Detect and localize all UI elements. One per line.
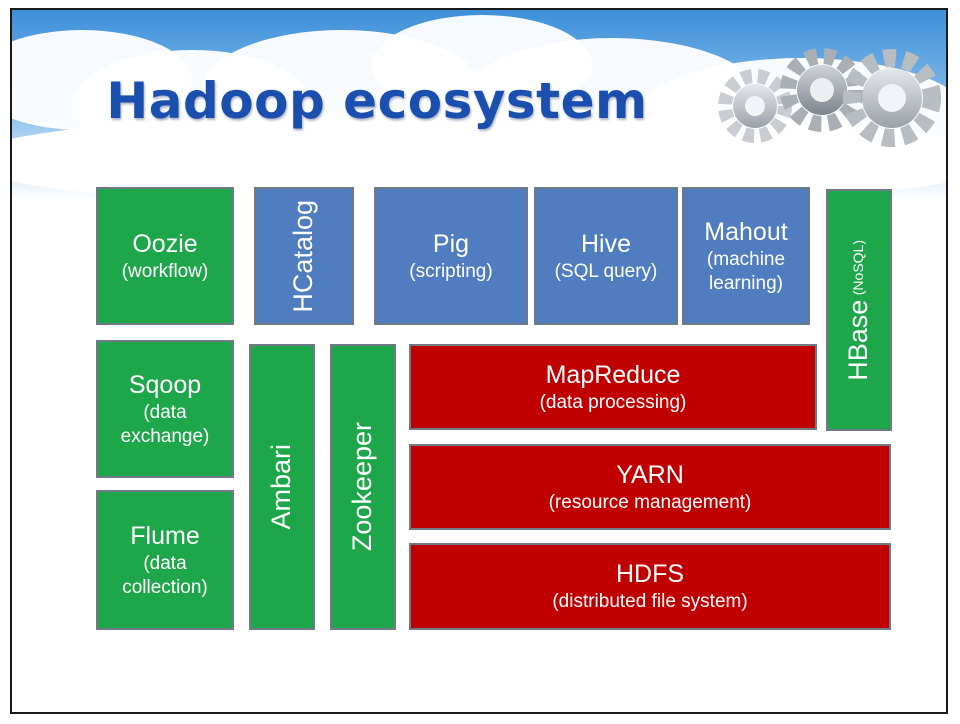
- hive-name: Hive: [580, 229, 631, 258]
- yarn-name: YARN: [616, 460, 684, 489]
- hdfs-desc: (distributed file system): [552, 591, 748, 613]
- sqoop-desc-line1: (data: [143, 401, 187, 423]
- header-decoration: [12, 10, 946, 200]
- mahout-desc-line1: (machine: [706, 248, 786, 270]
- hive-block: Hive (SQL query): [534, 187, 678, 325]
- ambari-block: Ambari: [249, 344, 315, 630]
- hive-desc: (SQL query): [554, 260, 658, 282]
- cloud-icon: [12, 15, 946, 200]
- mahout-desc-line2: learning): [709, 272, 783, 294]
- mapreduce-name: MapReduce: [545, 360, 681, 389]
- zookeeper-block: Zookeeper: [330, 344, 396, 630]
- sqoop-desc-line2: exchange): [120, 425, 210, 447]
- flume-name: Flume: [130, 521, 200, 550]
- yarn-desc: (resource management): [548, 491, 752, 513]
- flume-desc-line2: collection): [122, 576, 208, 598]
- page-title: Hadoop ecosystem: [106, 72, 648, 130]
- hdfs-name: HDFS: [615, 560, 685, 588]
- mahout-name: Mahout: [704, 217, 788, 246]
- pig-name: Pig: [432, 229, 470, 258]
- pig-desc: (scripting): [409, 260, 493, 282]
- sqoop-block: Sqoop (data exchange): [96, 340, 234, 478]
- flume-block: Flume (data collection): [96, 490, 234, 630]
- flume-desc-line1: (data: [143, 552, 187, 574]
- hbase-note: (NoSQL): [850, 239, 867, 295]
- oozie-desc: (workflow): [121, 260, 209, 282]
- mapreduce-block: MapReduce (data processing): [409, 344, 817, 430]
- zookeeper-name: Zookeeper: [347, 422, 378, 552]
- hcatalog-name: HCatalog: [288, 199, 319, 313]
- hcatalog-block: HCatalog: [254, 187, 354, 325]
- ambari-name: Ambari: [266, 444, 297, 530]
- sqoop-name: Sqoop: [128, 370, 202, 399]
- slide: Hadoop ecosystem Oozie (workflow) HCatal…: [10, 8, 948, 714]
- gear-icon: [718, 48, 941, 147]
- pig-block: Pig (scripting): [374, 187, 528, 325]
- hbase-name: HBase: [843, 299, 874, 381]
- yarn-block: YARN (resource management): [409, 444, 891, 530]
- mapreduce-desc: (data processing): [539, 391, 687, 413]
- hbase-block: HBase (NoSQL): [826, 189, 892, 431]
- oozie-block: Oozie (workflow): [96, 187, 234, 325]
- oozie-name: Oozie: [132, 229, 198, 258]
- hdfs-block: HDFS (distributed file system): [409, 543, 891, 630]
- mahout-block: Mahout (machine learning): [682, 187, 810, 325]
